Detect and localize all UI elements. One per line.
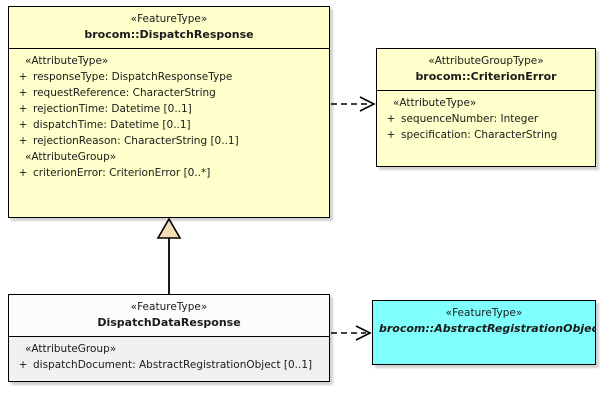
class-body-dispatch-data-response: «AttributeGroup» + dispatchDocument: Abst… [9, 337, 329, 378]
attribute-text: requestReference: CharacterString [33, 87, 216, 99]
class-name: brocom::CriterionError [415, 70, 557, 83]
attribute-visibility: + [18, 359, 28, 371]
class-body-dispatch-response: «AttributeType» + responseType: DispatchR… [9, 49, 329, 186]
class-name: brocom::AbstractRegistrationObject [379, 322, 596, 335]
class-header-dispatch-response: «FeatureType» brocom::DispatchResponse [9, 7, 329, 49]
attribute-visibility: + [18, 71, 28, 83]
attribute-group-label: «AttributeType» [25, 55, 109, 67]
attribute-text: dispatchDocument: AbstractRegistrationOb… [33, 359, 313, 371]
attribute-text: specification: CharacterString [401, 129, 558, 141]
attribute-row[interactable]: + requestReference: CharacterString [13, 85, 325, 101]
class-box-abstract-registration-object[interactable]: «FeatureType» brocom::AbstractRegistrati… [372, 300, 596, 365]
class-name: brocom::DispatchResponse [84, 28, 254, 41]
generalization-triangle-icon [156, 217, 182, 239]
dependency-abstract-registration-object[interactable] [331, 325, 372, 341]
attribute-visibility: + [18, 119, 28, 131]
attribute-text: rejectionTime: Datetime [0..1] [33, 103, 192, 115]
attribute-visibility: + [18, 135, 28, 147]
class-box-dispatch-data-response[interactable]: «FeatureType» DispatchDataResponse «Attr… [8, 294, 330, 382]
attribute-row[interactable]: + sequenceNumber: Integer [381, 111, 591, 127]
class-stereotype: «FeatureType» [130, 13, 208, 25]
class-stereotype: «AttributeGroupType» [428, 55, 544, 67]
attribute-group-label: «AttributeType» [393, 97, 477, 109]
attribute-visibility: + [18, 167, 28, 179]
attribute-visibility: + [18, 87, 28, 99]
attribute-text: sequenceNumber: Integer [401, 113, 539, 125]
dependency-criterion-error[interactable] [331, 96, 376, 112]
attribute-row[interactable]: + rejectionTime: Datetime [0..1] [13, 101, 325, 117]
class-header-dispatch-data-response: «FeatureType» DispatchDataResponse [9, 295, 329, 337]
dependency-criterion-error-arrowhead [359, 96, 376, 112]
class-box-criterion-error[interactable]: «AttributeGroupType» brocom::CriterionEr… [376, 48, 596, 167]
attribute-row[interactable]: + dispatchDocument: AbstractRegistrationO… [13, 357, 325, 373]
class-header-criterion-error: «AttributeGroupType» brocom::CriterionEr… [377, 49, 595, 91]
attribute-row[interactable]: + criterionError: CriterionError [0..*] [13, 165, 325, 181]
attribute-row[interactable]: + dispatchTime: Datetime [0..1] [13, 117, 325, 133]
attribute-visibility: + [386, 129, 396, 141]
class-name: DispatchDataResponse [97, 316, 241, 329]
attribute-row[interactable]: + specification: CharacterString [381, 127, 591, 143]
class-stereotype: «FeatureType» [130, 301, 208, 313]
class-body-criterion-error: «AttributeType» + sequenceNumber: Integer… [377, 91, 595, 148]
attribute-text: criterionError: CriterionError [0..*] [33, 167, 211, 179]
dependency-abstract-registration-object-arrowhead [355, 325, 372, 341]
attribute-row[interactable]: + rejectionReason: CharacterString [0..1] [13, 133, 325, 149]
attribute-text: dispatchTime: Datetime [0..1] [33, 119, 191, 131]
attribute-group-label: «AttributeGroup» [25, 151, 117, 163]
attribute-visibility: + [386, 113, 396, 125]
attribute-row[interactable]: + responseType: DispatchResponseType [13, 69, 325, 85]
attribute-text: rejectionReason: CharacterString [0..1] [33, 135, 239, 147]
attribute-text: responseType: DispatchResponseType [33, 71, 233, 83]
attribute-group-label: «AttributeGroup» [25, 343, 117, 355]
generalization-dispatch-data-response[interactable] [156, 217, 182, 294]
class-header-abstract-registration-object: «FeatureType» brocom::AbstractRegistrati… [373, 301, 595, 342]
attribute-visibility: + [18, 103, 28, 115]
class-stereotype: «FeatureType» [445, 307, 523, 319]
class-box-dispatch-response[interactable]: «FeatureType» brocom::DispatchResponse «… [8, 6, 330, 218]
